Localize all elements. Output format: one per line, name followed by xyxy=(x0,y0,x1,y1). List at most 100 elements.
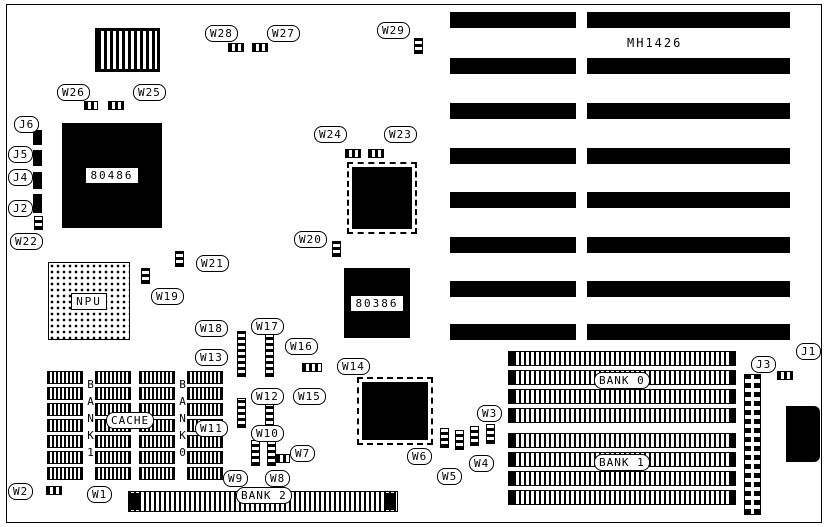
jumper-w14-pins xyxy=(302,363,322,372)
connector-j6-pins xyxy=(33,130,42,145)
callout-w6: W6 xyxy=(407,448,433,465)
simm-socket-bank1 xyxy=(508,433,736,448)
sram-chip xyxy=(47,419,83,432)
isa-slot xyxy=(587,237,790,253)
callout-j1: J1 xyxy=(796,343,822,360)
jumper-w5-pins xyxy=(455,430,464,450)
callout-w21: W21 xyxy=(196,255,229,272)
jumper-w21-pins xyxy=(175,251,184,267)
jumper-w4-pins xyxy=(470,426,479,446)
jumper-w8-pins xyxy=(267,440,276,466)
isa-slot xyxy=(587,58,790,74)
sram-chip xyxy=(187,403,223,416)
connector-j4-pins xyxy=(33,172,42,189)
jumper-w9-pins xyxy=(251,440,260,466)
isa-slot xyxy=(450,192,576,208)
connector-j5-pins xyxy=(33,150,42,166)
jumper-w20-pins xyxy=(332,241,341,257)
board-outline xyxy=(6,4,822,523)
callout-w3: W3 xyxy=(477,405,503,422)
simm-socket-bank1 xyxy=(508,471,736,486)
chip-npu-label: NPU xyxy=(71,292,107,310)
callout-w2: W2 xyxy=(8,483,34,500)
jumper-w3-pins xyxy=(486,424,495,444)
isa-slot xyxy=(450,148,576,164)
simm-socket-bank0 xyxy=(508,408,736,423)
jumper-w7-pins xyxy=(276,454,290,463)
isa-slot xyxy=(587,192,790,208)
chip-npu-socket: NPU xyxy=(48,262,130,340)
sram-chip xyxy=(139,435,175,448)
sram-chip xyxy=(95,387,131,400)
jumper-strip-w18-w13 xyxy=(237,331,246,377)
simm-socket-bank0 xyxy=(508,389,736,404)
sram-chip xyxy=(187,387,223,400)
simm-socket-bank0 xyxy=(508,351,736,366)
callout-w5: W5 xyxy=(437,468,463,485)
sram-chip xyxy=(139,387,175,400)
striped-ic xyxy=(95,28,160,72)
qfp-chip-lower xyxy=(357,377,433,445)
jumper-w25-pins xyxy=(108,101,124,110)
isa-slot xyxy=(587,103,790,119)
jumper-w29-pins xyxy=(414,38,423,54)
callout-j5: J5 xyxy=(8,146,34,163)
sram-chip xyxy=(47,467,83,480)
simm-socket-bank1 xyxy=(508,490,736,505)
jumper-w26-pins xyxy=(84,101,98,110)
callout-w29: W29 xyxy=(377,22,410,39)
callout-w20: W20 xyxy=(294,231,327,248)
jumper-w2-w1-pins xyxy=(46,486,62,495)
callout-w4: W4 xyxy=(469,455,495,472)
sram-chip xyxy=(95,371,131,384)
sram-chip xyxy=(95,467,131,480)
callout-w12: W12 xyxy=(251,388,284,405)
connector-j2-pins xyxy=(33,194,42,213)
isa-slot xyxy=(587,281,790,297)
callout-w17: W17 xyxy=(251,318,284,335)
callout-w14: W14 xyxy=(337,358,370,375)
callout-j2: J2 xyxy=(8,200,34,217)
chip-80386: 80386 xyxy=(344,268,410,338)
callout-w24: W24 xyxy=(314,126,347,143)
sram-chip xyxy=(47,371,83,384)
jumper-w24-pins xyxy=(345,149,361,158)
callout-w11: W11 xyxy=(195,420,228,437)
callout-j6: J6 xyxy=(14,116,40,133)
isa-slot xyxy=(450,281,576,297)
isa-slot xyxy=(450,103,576,119)
callout-bank2: BANK 2 xyxy=(236,487,292,504)
board-model-label: MH1426 xyxy=(627,36,683,50)
chip-80486-label: 80486 xyxy=(86,168,138,183)
callout-w13: W13 xyxy=(195,349,228,366)
isa-slot xyxy=(450,12,576,28)
callout-w18: W18 xyxy=(195,320,228,337)
jumper-j3-pins xyxy=(777,371,793,380)
isa-slot xyxy=(450,237,576,253)
callout-w25: W25 xyxy=(133,84,166,101)
callout-w15: W15 xyxy=(293,388,326,405)
isa-slot xyxy=(450,58,576,74)
callout-w22: W22 xyxy=(10,233,43,250)
callout-w28: W28 xyxy=(205,25,238,42)
chip-80486: 80486 xyxy=(62,123,162,228)
isa-slot xyxy=(587,148,790,164)
isa-slot xyxy=(587,12,790,28)
callout-w19: W19 xyxy=(151,288,184,305)
callout-w16: W16 xyxy=(285,338,318,355)
callout-w8: W8 xyxy=(265,470,291,487)
sram-chip xyxy=(187,467,223,480)
isa-slot xyxy=(587,324,790,340)
cache-bank1-vertical-label: BANK1 xyxy=(84,378,97,463)
qfp-chip-upper xyxy=(347,162,417,234)
cache-bank0-vertical-label: BANK0 xyxy=(176,378,189,463)
callout-bank1: BANK 1 xyxy=(594,454,650,471)
power-connector xyxy=(786,406,820,462)
sram-chip xyxy=(95,451,131,464)
sram-chip xyxy=(139,371,175,384)
sram-chip xyxy=(187,371,223,384)
callout-w1: W1 xyxy=(87,486,113,503)
jumper-w28-pins xyxy=(228,43,244,52)
callout-cache: CACHE xyxy=(106,412,155,429)
